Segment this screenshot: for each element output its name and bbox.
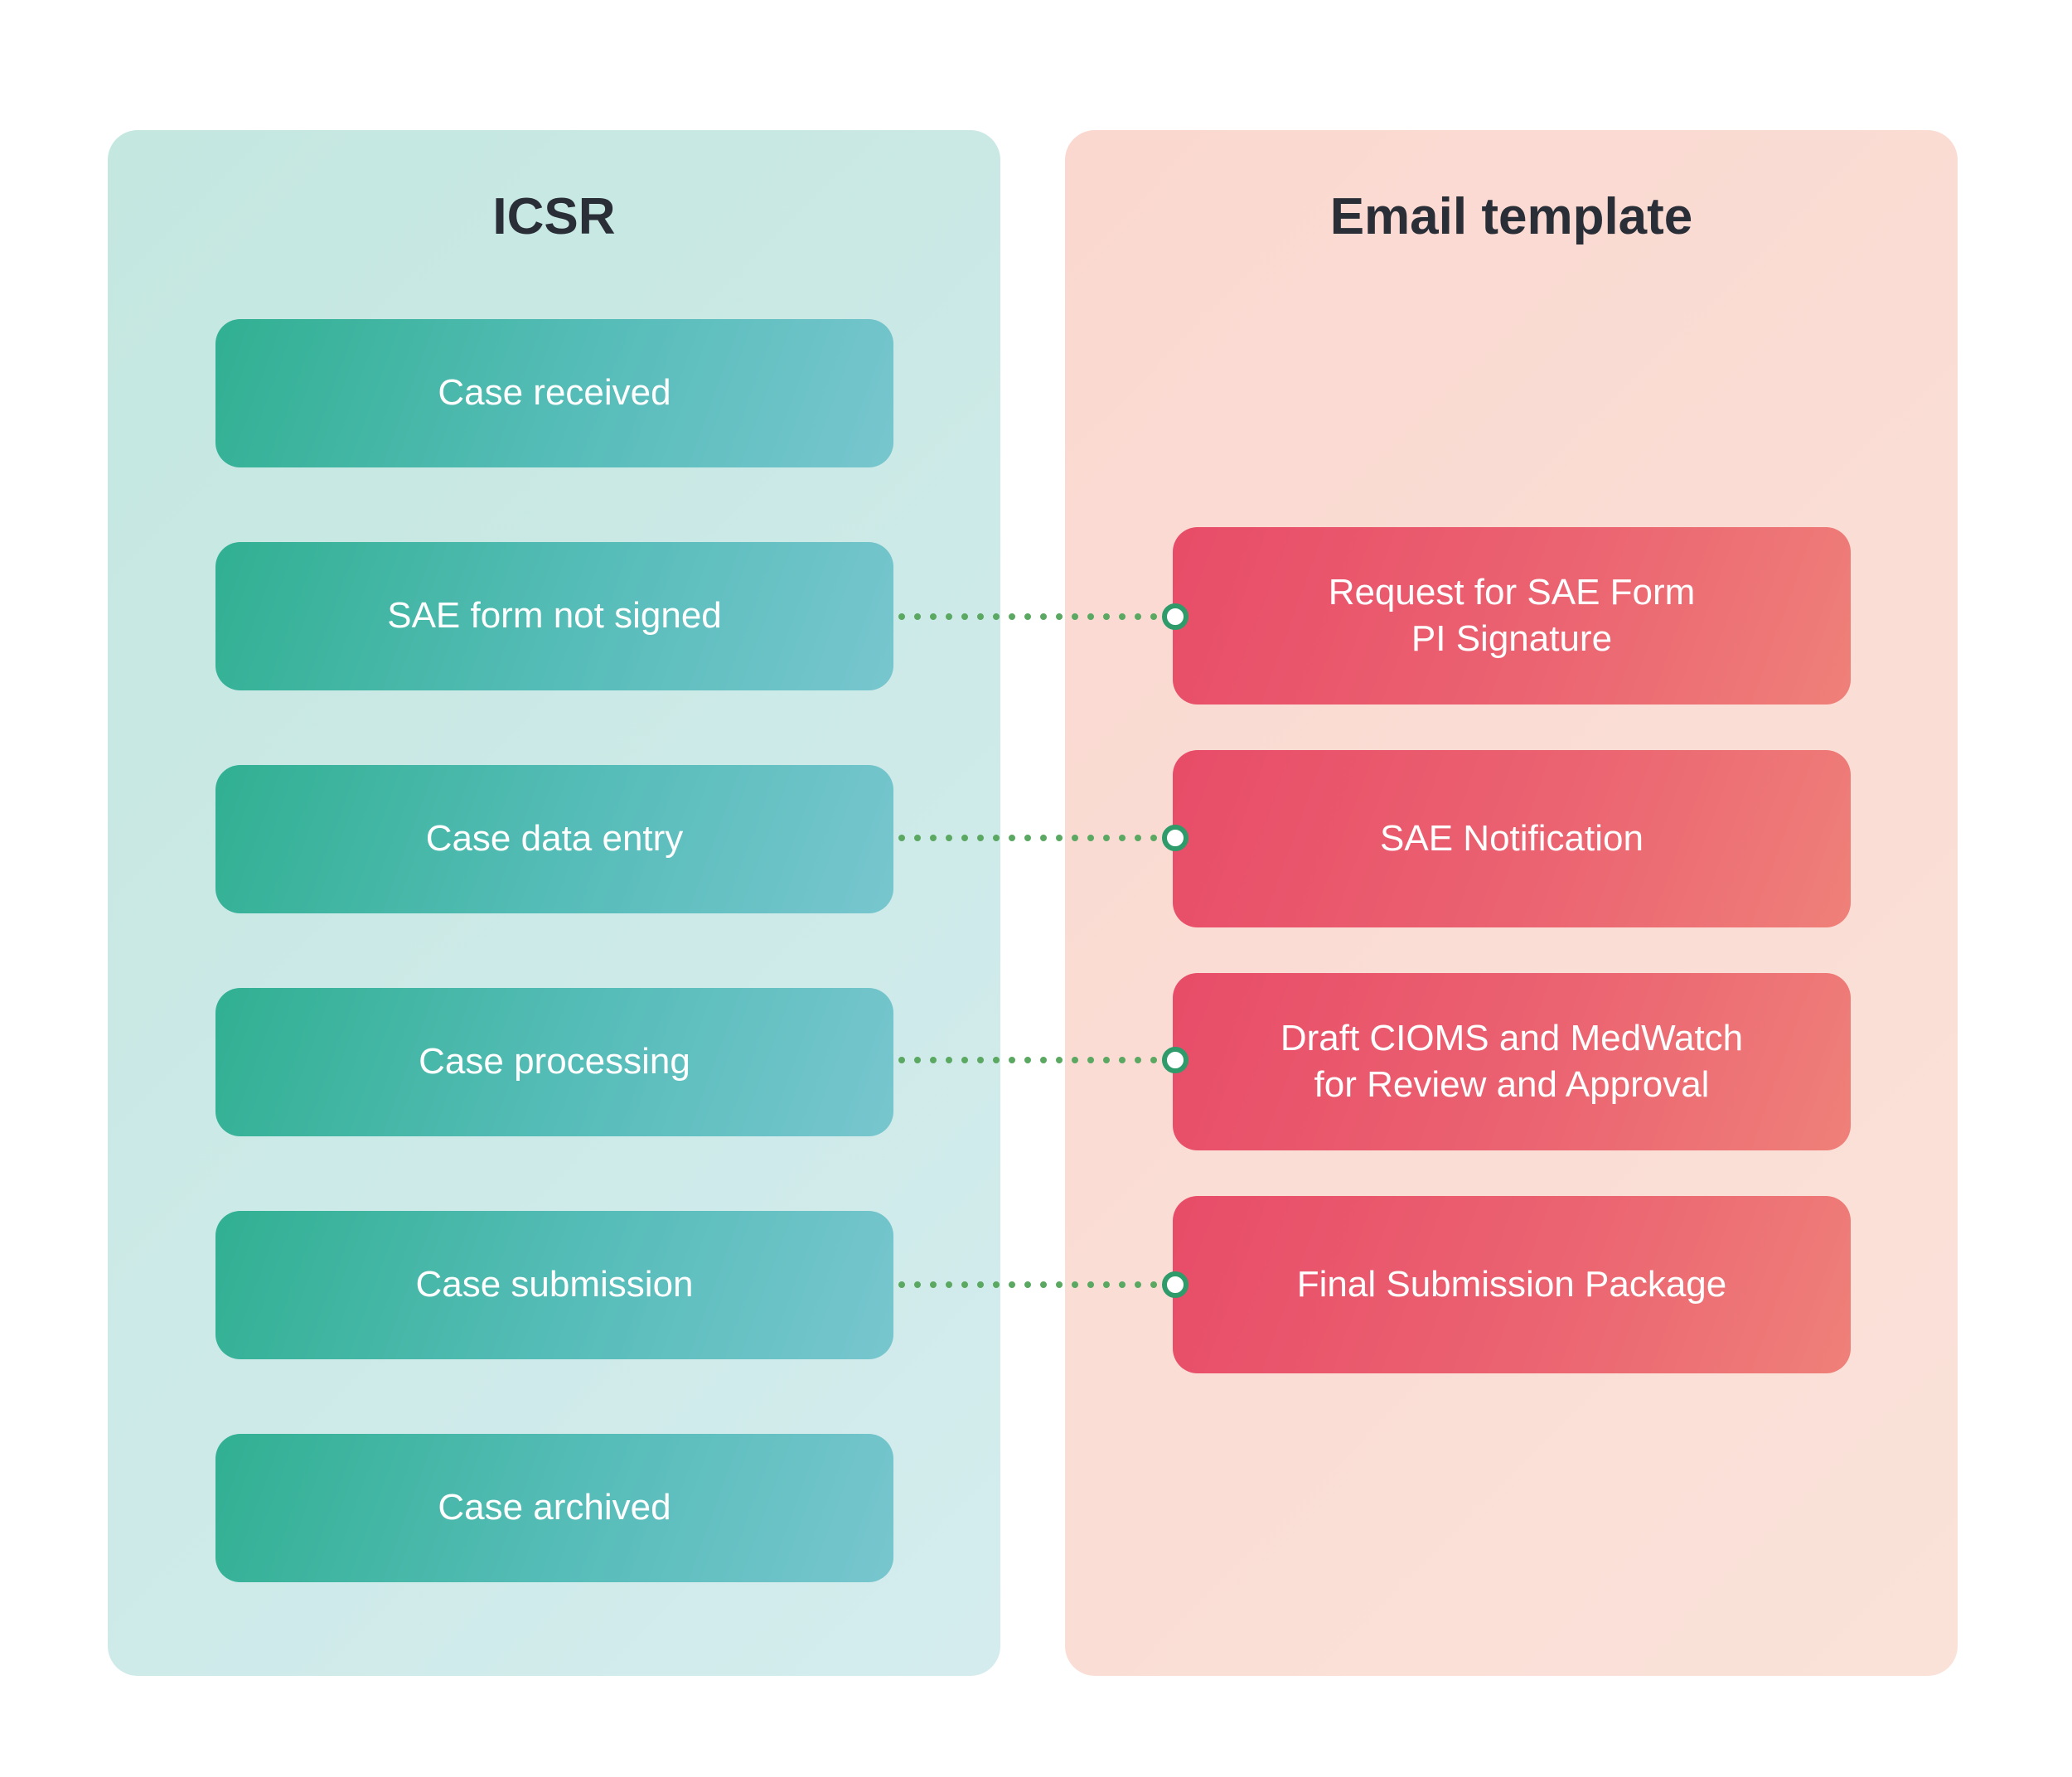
email-template-final-submission-package: Final Submission Package xyxy=(1173,1196,1851,1373)
icsr-stage-case-archived: Case archived xyxy=(215,1434,893,1582)
icsr-stage-case-submission: Case submission xyxy=(215,1211,893,1359)
email-template-panel-title: Email template xyxy=(1329,188,1693,245)
icsr-stage-case-data-entry: Case data entry xyxy=(215,765,893,913)
icsr-stage-label: Case received xyxy=(438,372,671,414)
email-template-sae-notification: SAE Notification xyxy=(1173,750,1851,927)
icsr-stage-label: Case submission xyxy=(415,1264,694,1305)
email-template-label: Final Submission Package xyxy=(1296,1263,1727,1305)
email-template-draft-cioms-medwatch: Draft CIOMS and MedWatch for Review and … xyxy=(1173,973,1851,1150)
icsr-stage-case-processing: Case processing xyxy=(215,988,893,1136)
icsr-panel-title: ICSR xyxy=(492,188,616,245)
email-template-request-sae-form-signature: Request for SAE Form PI Signature xyxy=(1173,527,1851,705)
email-template-label: Draft CIOMS and MedWatch for Review and … xyxy=(1280,1017,1744,1105)
email-template-label: Request for SAE Form PI Signature xyxy=(1328,571,1696,659)
icsr-stage-label: Case data entry xyxy=(425,818,684,859)
icsr-stage-label: Case archived xyxy=(438,1487,671,1528)
icsr-stage-case-received: Case received xyxy=(215,319,893,467)
icsr-stage-label: Case processing xyxy=(419,1041,690,1082)
icsr-stage-sae-form-not-signed: SAE form not signed xyxy=(215,542,893,690)
icsr-stage-label: SAE form not signed xyxy=(387,595,722,637)
email-template-label: SAE Notification xyxy=(1380,817,1644,859)
